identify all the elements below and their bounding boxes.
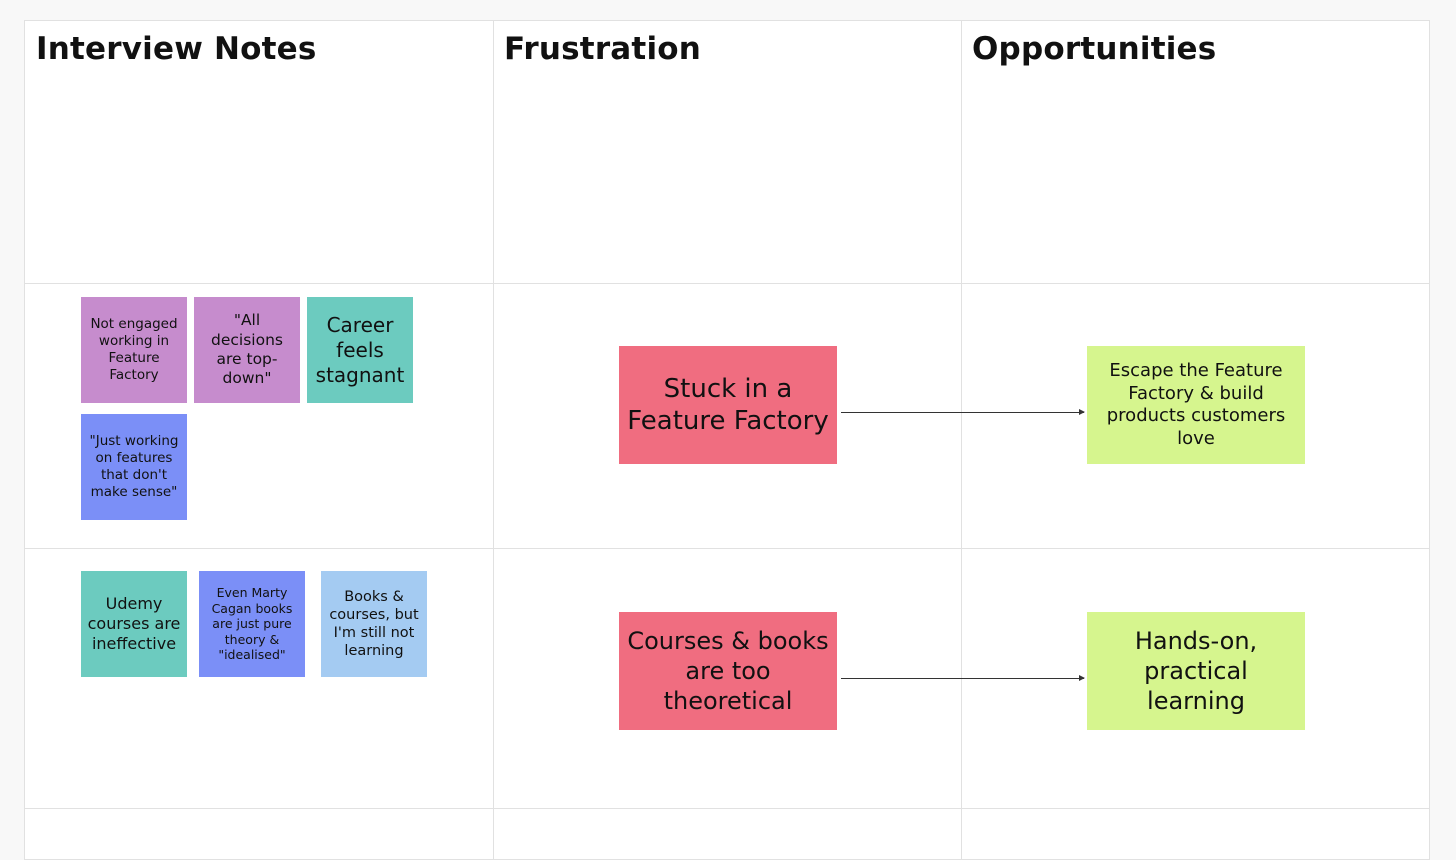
sticky-note-text: Hands-on, practical learning [1134,627,1258,715]
column-header-opportunities[interactable]: Opportunities [972,31,1217,67]
sticky-note[interactable]: Career feels stagnant [307,297,413,403]
column-header-frustration[interactable]: Frustration [504,31,702,67]
sticky-note-text: Escape the Feature Factory & build produ… [1106,360,1286,449]
sticky-note-text: Not engaged working in Feature Factory [90,316,178,383]
sticky-note-text: "All decisions are top-down" [211,311,283,388]
sticky-note[interactable]: Udemy courses are ineffective [81,571,187,677]
canvas-board[interactable]: Interview Notes Frustration Opportunitie… [24,20,1430,860]
sticky-note-text: Courses & books are too theoretical [627,627,829,715]
row-divider [25,548,1429,549]
sticky-note[interactable]: Books & courses, but I'm still not learn… [321,571,427,677]
frustration-sticky[interactable]: Courses & books are too theoretical [619,612,837,730]
column-header-interview-notes[interactable]: Interview Notes [36,31,317,67]
sticky-note-text: Books & courses, but I'm still not learn… [329,588,419,660]
column-divider [961,21,962,859]
sticky-note[interactable]: "All decisions are top-down" [194,297,300,403]
sticky-note-text: Stuck in a Feature Factory [627,373,829,437]
row-divider [25,808,1429,809]
sticky-note[interactable]: "Just working on features that don't mak… [81,414,187,520]
row-divider [25,283,1429,284]
sticky-note-text: Udemy courses are ineffective [87,594,181,653]
column-divider [493,21,494,859]
sticky-note[interactable]: Even Marty Cagan books are just pure the… [199,571,305,677]
connector-arrow[interactable] [841,409,1085,415]
opportunity-sticky[interactable]: Escape the Feature Factory & build produ… [1087,346,1305,464]
sticky-note[interactable]: Not engaged working in Feature Factory [81,297,187,403]
frustration-sticky[interactable]: Stuck in a Feature Factory [619,346,837,464]
sticky-note-text: Career feels stagnant [315,312,405,387]
sticky-note-text: Even Marty Cagan books are just pure the… [211,584,293,663]
opportunity-sticky[interactable]: Hands-on, practical learning [1087,612,1305,730]
connector-arrow[interactable] [841,675,1085,681]
sticky-note-text: "Just working on features that don't mak… [89,433,179,500]
